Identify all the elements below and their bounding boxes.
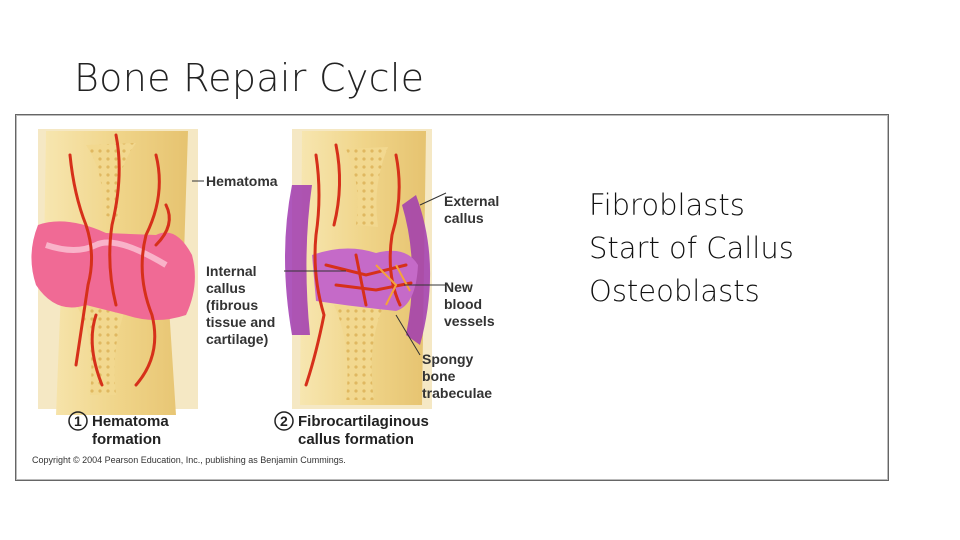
label-new-blood-2: blood <box>444 296 482 312</box>
stage-1-caption-1: Hematoma <box>92 413 169 430</box>
slide-title: Bone Repair Cycle <box>74 56 425 100</box>
label-spongy-1: Spongy <box>422 351 474 367</box>
spongy-bone-1a <box>86 143 136 219</box>
label-internal-callus-2: callus <box>206 280 246 296</box>
note-osteoblasts: Osteoblasts <box>589 274 760 308</box>
hematoma-blob <box>31 221 195 320</box>
bone-repair-figure: Hematoma Internal callus (fibrous tissue… <box>15 114 889 481</box>
spongy-bone-2b <box>334 305 384 400</box>
label-external-callus-2: callus <box>444 210 484 226</box>
label-internal-callus-3: (fibrous <box>206 297 258 313</box>
stage-2-caption-2: callus formation <box>298 431 414 448</box>
copyright-text: Copyright © 2004 Pearson Education, Inc.… <box>32 455 346 465</box>
label-internal-callus-4: tissue and <box>206 314 275 330</box>
spongy-bone-2a <box>346 147 388 227</box>
stage-1-number: 1 <box>74 413 82 429</box>
note-fibroblasts: Fibroblasts <box>589 188 745 222</box>
notes-list: Fibroblasts Start of Callus Osteoblasts <box>589 184 794 313</box>
panel-hematoma <box>31 129 204 431</box>
stage-1-caption-2: formation <box>92 431 161 448</box>
label-internal-callus-1: Internal <box>206 263 257 279</box>
label-new-blood-1: New <box>444 279 473 295</box>
stage-2-number: 2 <box>280 413 288 429</box>
label-new-blood-3: vessels <box>444 313 495 329</box>
label-internal-callus-5: cartilage) <box>206 331 268 347</box>
label-spongy-2: bone <box>422 368 456 384</box>
external-callus-left <box>285 185 312 335</box>
spongy-bone-1b <box>76 303 128 395</box>
vessels-2 <box>304 143 413 387</box>
vessels-1 <box>68 133 171 387</box>
bone-repair-diagram: Hematoma Internal callus (fibrous tissue… <box>31 129 499 465</box>
note-start-of-callus: Start of Callus <box>589 231 794 265</box>
panel-fibrocartilaginous <box>274 129 447 431</box>
label-hematoma: Hematoma <box>206 173 278 189</box>
label-spongy-3: trabeculae <box>422 385 492 401</box>
new-vessels <box>375 264 411 306</box>
stage-2-caption-1: Fibrocartilaginous <box>298 413 429 430</box>
label-external-callus-1: External <box>444 193 499 209</box>
